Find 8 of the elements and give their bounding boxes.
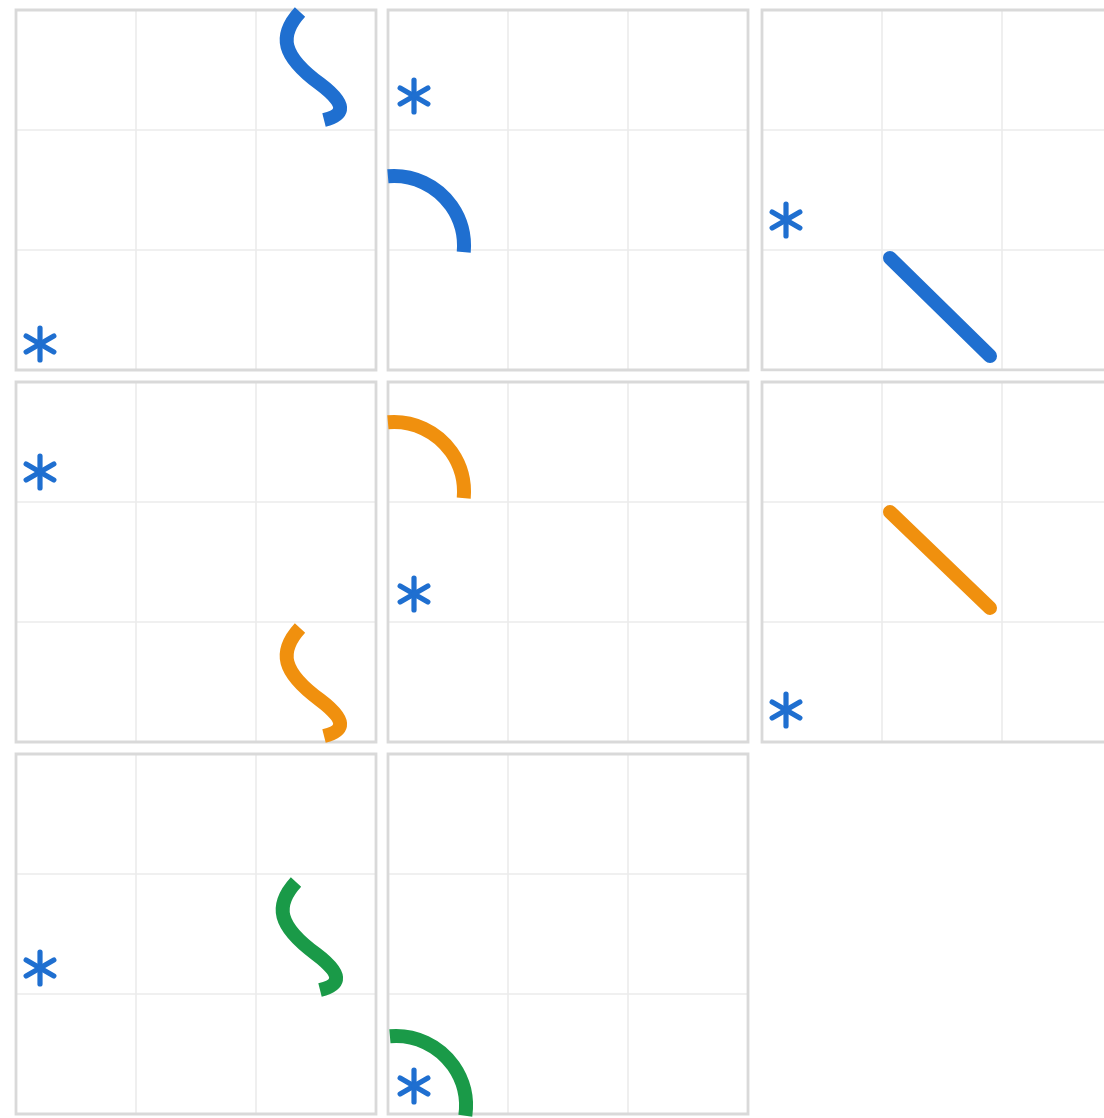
grid-panel xyxy=(386,380,750,744)
grid-panel xyxy=(14,380,378,744)
grid-panel xyxy=(386,8,750,372)
grid-panel xyxy=(760,8,1104,372)
grid-panel xyxy=(14,8,378,372)
grid-panel xyxy=(760,380,1104,744)
grid-panel xyxy=(386,752,750,1116)
grid-panel xyxy=(14,752,378,1116)
